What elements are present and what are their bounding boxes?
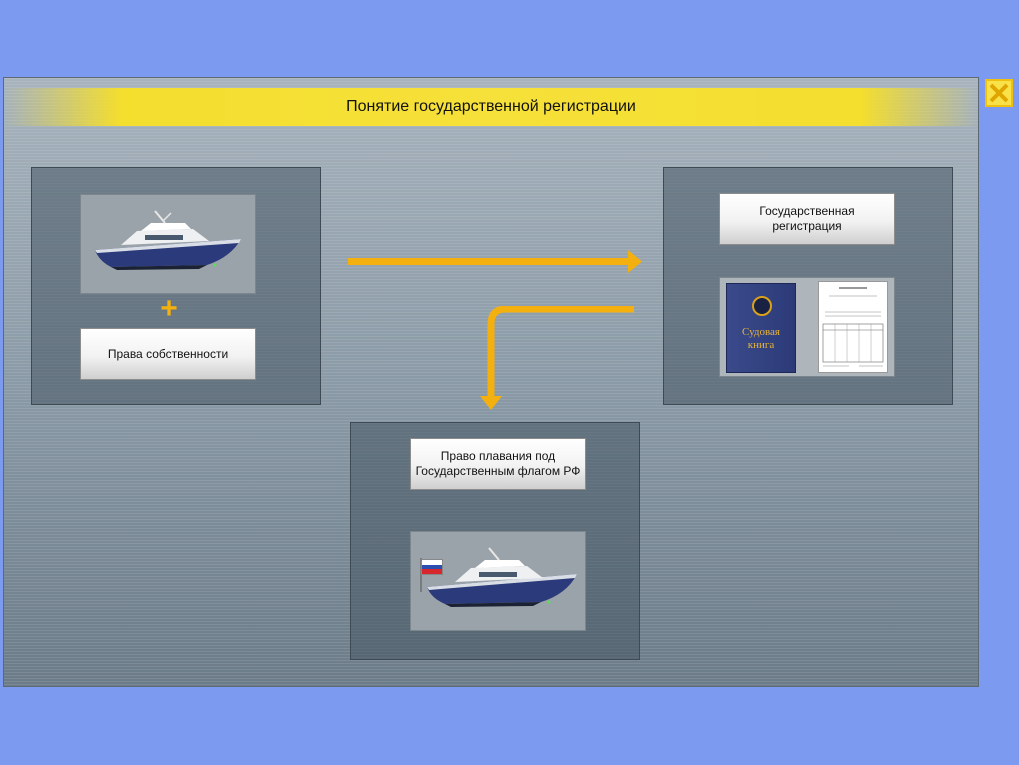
title-bar: Понятие государственной регистрации: [4, 88, 978, 126]
panel-ownership: + Права собственности: [31, 167, 321, 405]
yacht-icon: [95, 210, 241, 270]
ownership-label: Права собственности: [80, 328, 256, 380]
book-title-line1: Судовая: [742, 326, 780, 338]
close-icon: [989, 83, 1009, 103]
russian-flag-icon: [421, 559, 443, 575]
yacht-image: [80, 194, 256, 294]
panel-flag-right: Право плавания под Государственным флаго…: [350, 422, 640, 660]
yacht-icon: [420, 547, 577, 607]
flagged-yacht-image: [410, 531, 586, 631]
document-icon: [818, 281, 888, 373]
arrow-right-icon: [348, 250, 642, 273]
book-title-line2: книга: [747, 339, 775, 351]
book-emblem: [752, 296, 772, 316]
registration-documents: Судовая книга: [719, 277, 895, 377]
registration-label: Государственная регистрация: [719, 193, 895, 245]
arrow-down-icon: [480, 306, 634, 410]
flag-right-label: Право плавания под Государственным флаго…: [410, 438, 586, 490]
ship-book-icon: Судовая книга: [726, 283, 796, 373]
panel-registration: Государственная регистрация Судовая книг…: [663, 167, 953, 405]
page-title: Понятие государственной регистрации: [346, 98, 636, 115]
slide-stage: Понятие государственной регистрации + Пр…: [3, 77, 979, 687]
close-button[interactable]: [985, 79, 1013, 107]
plus-sign: +: [160, 292, 178, 325]
